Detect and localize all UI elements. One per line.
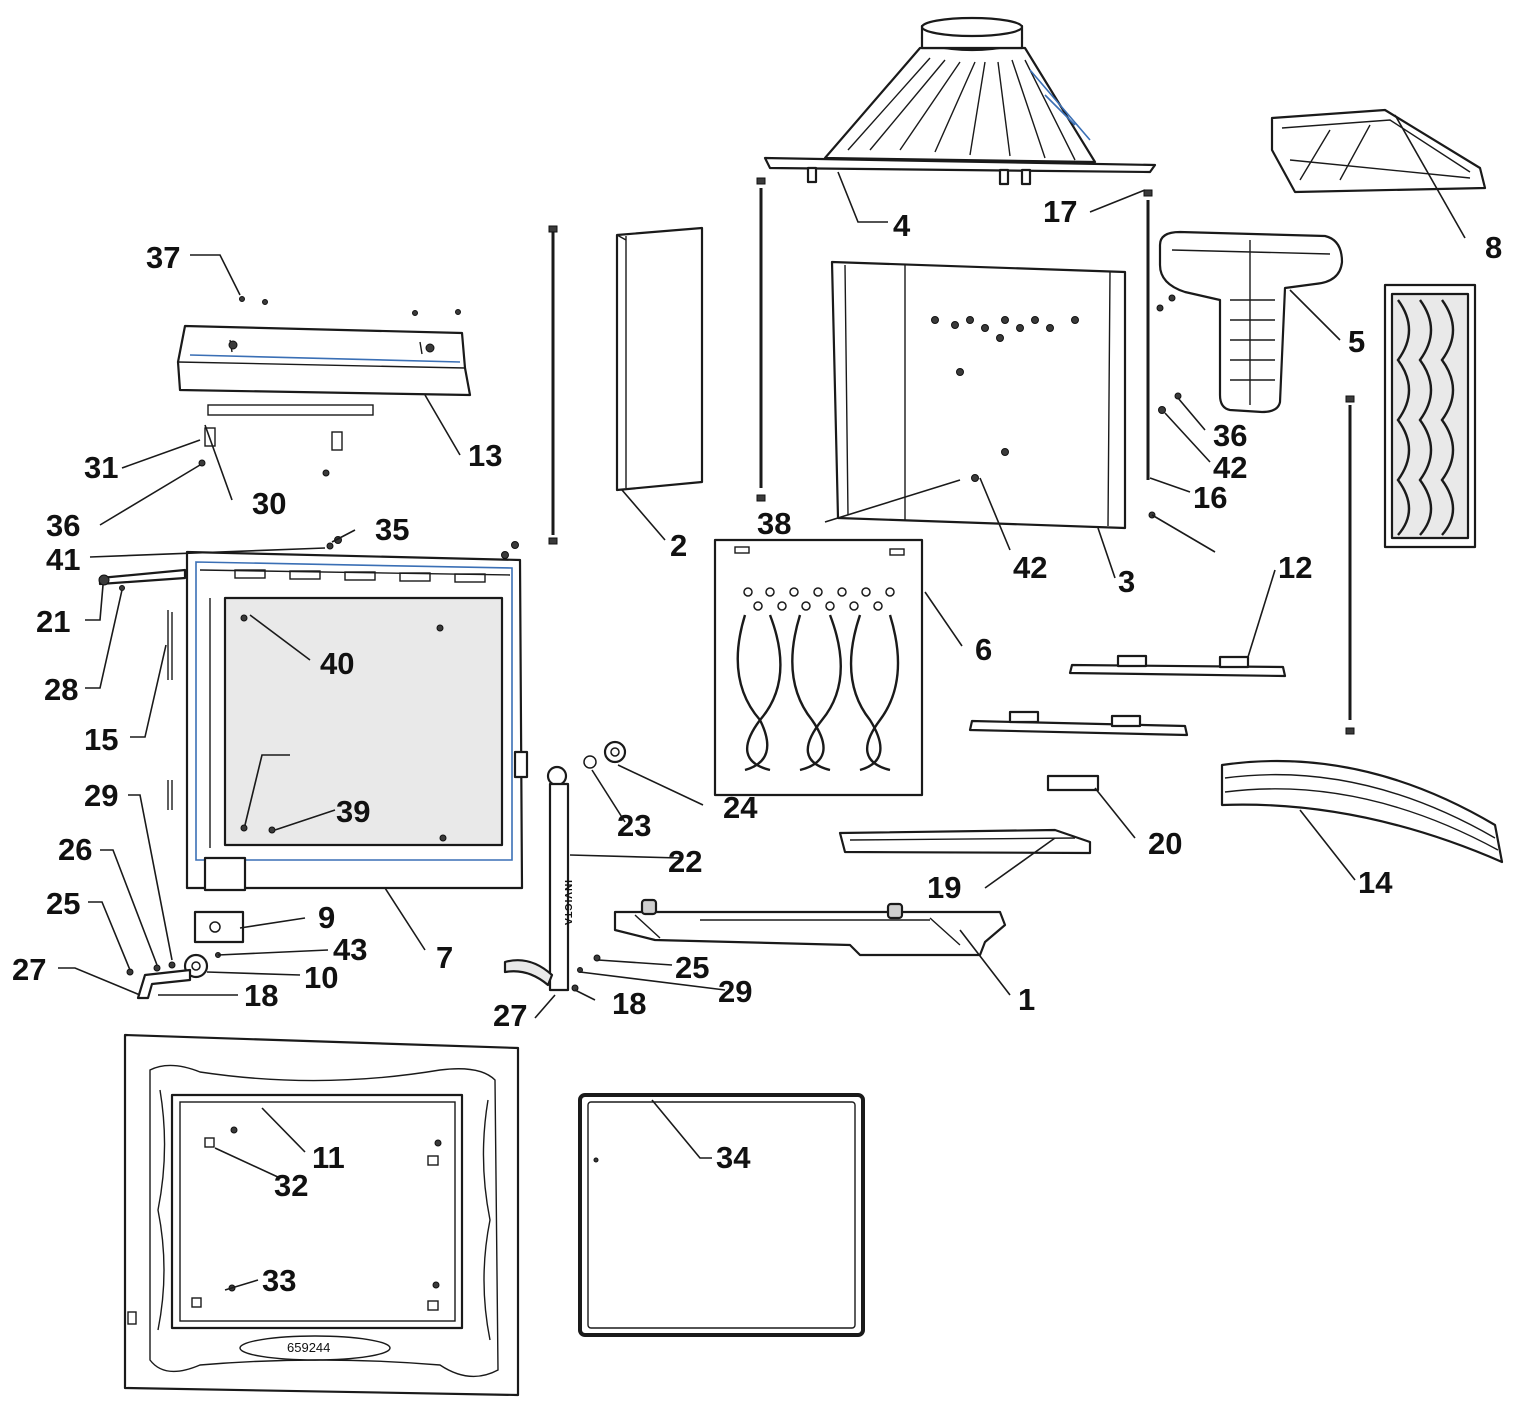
part-12-grate-plate (1068, 654, 1287, 678)
hinge-parts (98, 568, 245, 1000)
part-20-block (1046, 774, 1100, 792)
callout-1: 1 (1018, 982, 1035, 1017)
serial-number: 659244 (287, 1340, 330, 1355)
callout-37: 37 (146, 240, 180, 275)
callout-5: 5 (1348, 324, 1365, 359)
callout-28: 28 (44, 672, 78, 707)
part-14-wave-panel (1383, 283, 1477, 549)
part-22-handle: INVICTA (503, 740, 627, 992)
callout-42b: 42 (1013, 550, 1047, 585)
callout-labels: 4 17 8 5 36 42 16 3 42 38 2 6 12 20 19 1… (12, 194, 1502, 1298)
part-3-back-firebox (830, 260, 1127, 530)
callout-13: 13 (468, 438, 502, 473)
callout-32: 32 (274, 1168, 308, 1203)
callout-30: 30 (252, 486, 286, 521)
callout-11: 11 (312, 1140, 345, 1175)
rods (548, 177, 1355, 735)
callout-36a: 36 (46, 508, 80, 543)
callout-12: 12 (1278, 550, 1312, 585)
callout-42a: 42 (1213, 450, 1247, 485)
callout-34: 34 (716, 1140, 751, 1175)
callout-23: 23 (617, 808, 651, 843)
callout-2: 2 (670, 528, 687, 563)
callout-31: 31 (84, 450, 118, 485)
callout-38: 38 (757, 506, 791, 541)
callout-25a: 25 (46, 886, 80, 921)
part-8-top-cover (1270, 108, 1487, 194)
callout-20: 20 (1148, 826, 1182, 861)
part-1-base (613, 898, 1007, 957)
callout-27a: 27 (12, 952, 46, 987)
part-4-hood (763, 16, 1157, 186)
part-5-deflector (1158, 230, 1344, 414)
callout-14: 14 (1358, 865, 1393, 900)
part-7-front-frame (185, 536, 529, 892)
plate-lower (968, 710, 1189, 737)
callout-19: 19 (927, 870, 961, 905)
leader-lines (58, 114, 1466, 1291)
callout-8: 8 (1485, 230, 1502, 265)
callout-36b: 36 (1213, 418, 1247, 453)
callout-26: 26 (58, 832, 92, 867)
part-19-ash-tray (838, 828, 1092, 855)
callout-41: 41 (46, 542, 80, 577)
callout-18a: 18 (244, 978, 278, 1013)
callout-18b: 18 (612, 986, 646, 1021)
callout-7: 7 (436, 940, 453, 975)
callout-9: 9 (318, 900, 335, 935)
frame-slots (234, 569, 486, 583)
callout-15: 15 (84, 722, 118, 757)
callout-27b: 27 (493, 998, 527, 1033)
part-34-glass (578, 1093, 865, 1337)
part-2-side-panel (615, 226, 704, 492)
callout-35: 35 (375, 512, 409, 547)
callout-43: 43 (333, 932, 367, 967)
callout-17: 17 (1043, 194, 1077, 229)
part-14-curved-bar (1220, 759, 1504, 864)
callout-16: 16 (1193, 480, 1227, 515)
callout-22: 22 (668, 844, 702, 879)
callout-3: 3 (1118, 564, 1135, 599)
callout-6: 6 (975, 632, 992, 667)
plate-holes (743, 587, 895, 611)
callout-39: 39 (336, 794, 370, 829)
callout-4: 4 (893, 208, 911, 243)
callout-29b: 29 (718, 974, 752, 1009)
callout-33: 33 (262, 1263, 296, 1298)
part-11-door: 659244 (123, 1033, 520, 1397)
callout-29a: 29 (84, 778, 118, 813)
callout-25b: 25 (675, 950, 709, 985)
part-6-back-plate (713, 538, 924, 797)
callout-24: 24 (723, 790, 758, 825)
handle-brand-label: INVICTA (562, 880, 573, 926)
callout-40: 40 (320, 646, 354, 681)
callout-21: 21 (36, 604, 70, 639)
misc-screws (1148, 294, 1182, 519)
back-holes (931, 316, 1079, 482)
part-13-top-frame (176, 296, 472, 477)
callout-10: 10 (304, 960, 338, 995)
